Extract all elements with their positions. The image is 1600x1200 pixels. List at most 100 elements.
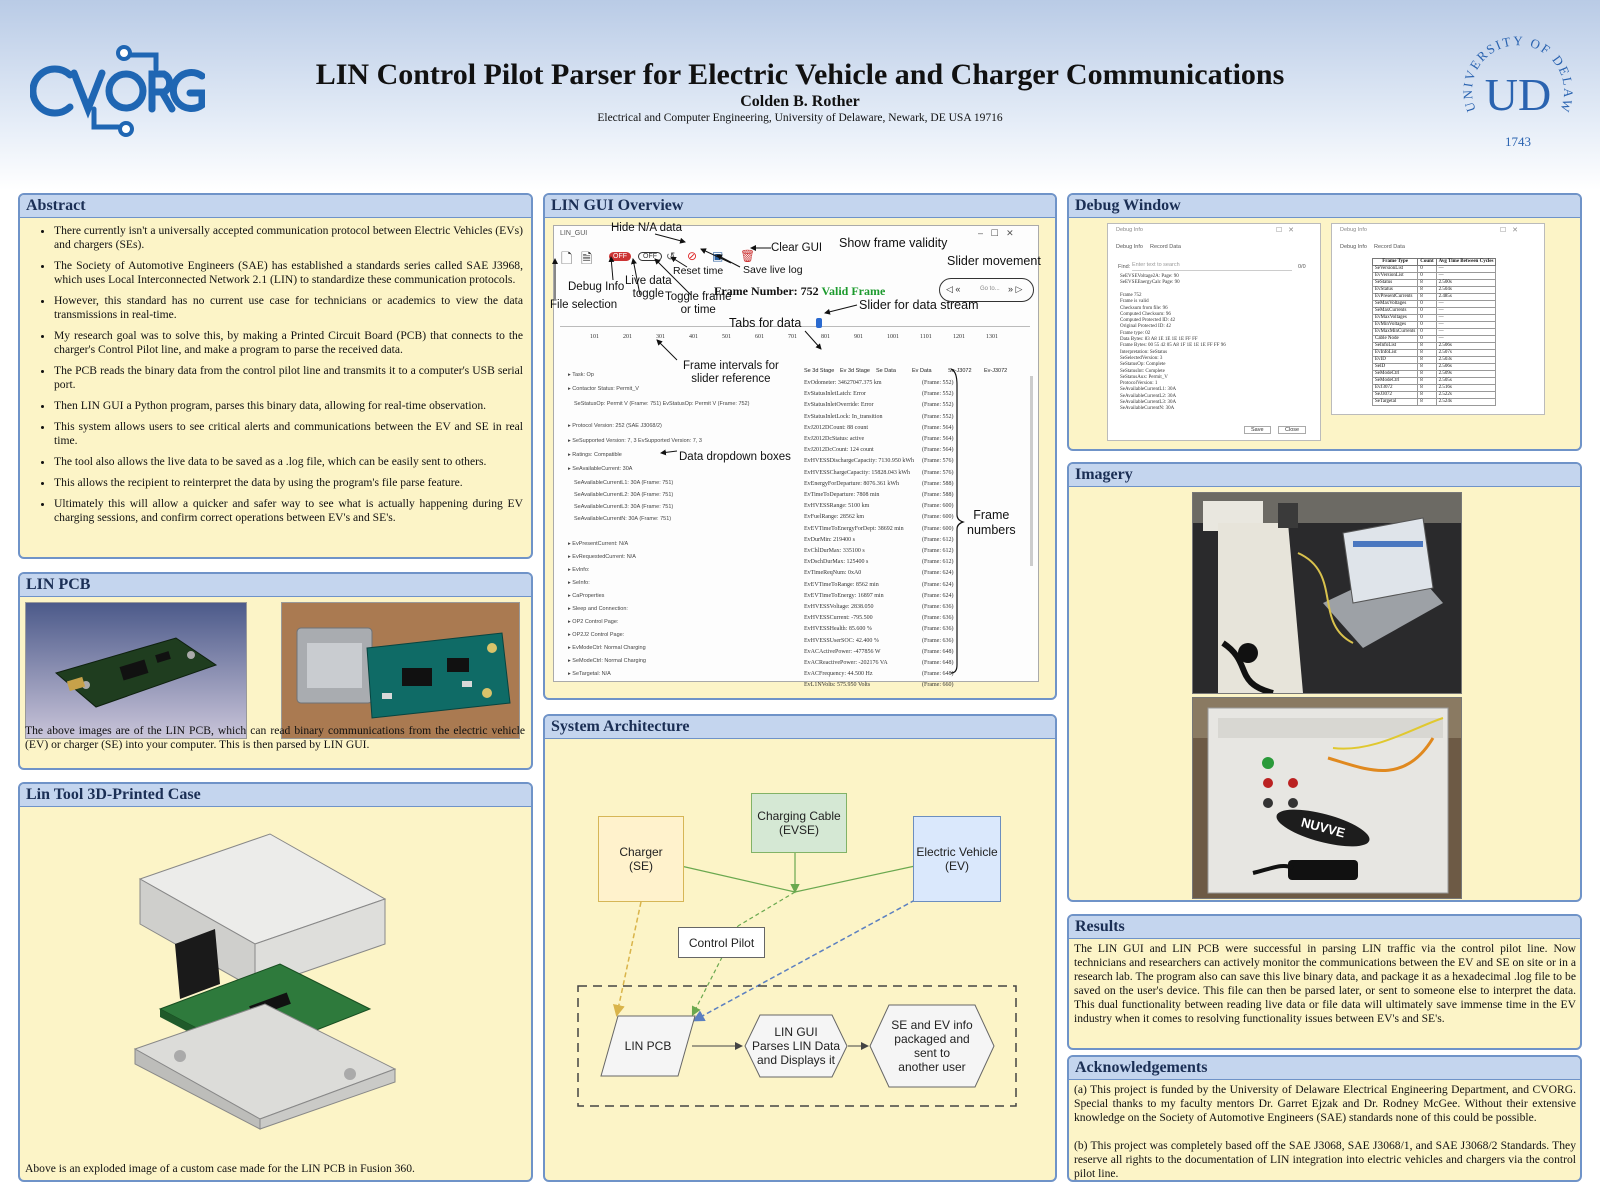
slider-tick-label: 601 [755, 334, 764, 340]
gui-scrollbar[interactable] [1030, 376, 1033, 566]
imagery-heading: Imagery [1069, 464, 1580, 487]
ann-slider-stream: Slider for data stream [859, 298, 979, 312]
tree-item[interactable]: SeAvailableCurrentL3: 30A (Frame: 751) [574, 504, 674, 510]
tree-item[interactable]: SeAvailableCurrentL1: 30A (Frame: 751) [574, 480, 674, 486]
table-cell: — [1435, 272, 1497, 280]
debug-find-count: 0/0 [1298, 264, 1306, 270]
debug-save-button[interactable]: Save [1244, 426, 1271, 434]
data-tab[interactable]: Ev 3d Stage [840, 368, 870, 374]
live-toggle-icon[interactable]: OFF [609, 252, 631, 261]
data-tab[interactable]: Ev-J3072 [984, 368, 1008, 374]
lin-pcb-caption: The above images are of the LIN PCB, whi… [25, 724, 525, 751]
debug-info-icon[interactable]: 🗎 [581, 250, 593, 266]
data-field: EvChlDurMax: 335100 s [804, 548, 865, 554]
frame-ref: (Frame: 564) [922, 424, 954, 431]
tree-item[interactable]: ▸ Contactor Status: Permit_V [568, 386, 639, 392]
data-tab[interactable]: Se Data [876, 368, 896, 374]
gui-node-shape [744, 1014, 848, 1078]
debug-window-left: Debug Info ☐ ✕ Debug Info Record Data Fi… [1107, 223, 1321, 441]
tree-item[interactable]: ▸ OP2J2 Control Page: [568, 632, 625, 638]
debug-log-line: SeStatusOp: Complete [1120, 362, 1166, 368]
tree-item[interactable]: SeAvailableCurrentN: 30A (Frame: 751) [574, 516, 672, 522]
data-field: EvTimeToDeparture: 7808 min [804, 492, 880, 498]
tree-item[interactable]: ▸ CaProperties [568, 593, 605, 599]
hide-na-icon[interactable]: ⊘ [687, 249, 698, 263]
table-cell: SeVersionList [1371, 265, 1419, 273]
file-selection-icon[interactable]: 🗋 [561, 250, 573, 266]
clear-gui-icon[interactable]: 🗑 [740, 249, 756, 263]
table-cell: 8 [1417, 363, 1437, 371]
gui-heading: LIN GUI Overview [545, 195, 1055, 218]
tree-item[interactable]: ▸ SeSupported Version: 7, 3 EvSupported … [568, 438, 702, 444]
frame-time-toggle-icon[interactable]: OFF [638, 252, 662, 261]
debug-right-tab-record[interactable]: Record Data [1374, 244, 1405, 250]
debug-window-right: Debug Info ☐ ✕ Debug Info Record Data Fr… [1331, 223, 1545, 415]
debug-tab-info[interactable]: Debug Info [1116, 244, 1143, 250]
table-cell: EvVersionList [1371, 272, 1419, 280]
frame-ref: (Frame: 552) [922, 402, 954, 409]
ack-text-b: (b) This project was completely based of… [1074, 1139, 1576, 1180]
ann-show-validity: Show frame validity [839, 236, 948, 250]
data-field: EvHVESSUserSOC: 42.400 % [804, 637, 879, 644]
tree-item[interactable]: ▸ OP2 Control Page: [568, 619, 619, 625]
slider-tick-label: 501 [722, 334, 731, 340]
debug-tab-record[interactable]: Record Data [1150, 244, 1181, 250]
frame-ref: (Frame: 552) [922, 391, 954, 398]
frame-ref: (Frame: 612) [922, 548, 954, 554]
tree-item[interactable]: ▸ EvInfo: [568, 567, 590, 573]
data-field: EvEVTimeToEnergyForDept: 38692 min [804, 525, 904, 532]
tree-item[interactable]: ▸ Protocol Version: 252 (SAE J3068/2) [568, 423, 662, 429]
table-cell: 2.503s [1435, 356, 1497, 364]
nuvve-charger-photo: NUVVE [1192, 697, 1462, 899]
debug-log-line: SeAvailableCurrentL1: 30A [1120, 387, 1177, 393]
tree-item[interactable]: ▸ Task: Op [568, 372, 594, 378]
tree-item[interactable]: ▸ Ratings: Compatible [568, 452, 622, 458]
data-tab[interactable]: Ev Data [912, 368, 932, 374]
debug-log-line: SeEVSEVoltage2A: Page: 90 [1120, 274, 1179, 279]
table-cell: 8 [1417, 286, 1437, 294]
data-field: EvTimeReqNum: 0xA0 [804, 570, 862, 577]
tree-item[interactable]: SeAvailableCurrentL2: 30A (Frame: 751) [574, 492, 674, 498]
debug-log-line: SeAvailableCurrentL3: 30A [1120, 400, 1177, 405]
pcb-photo-image [281, 602, 520, 739]
debug-find-input[interactable]: Enter text to search [1132, 262, 1292, 271]
tree-item[interactable]: ▸ Sleep and Connection: [568, 606, 628, 612]
frame-ref: (Frame: 552) [922, 380, 954, 386]
data-tab[interactable]: Se-J3072 [948, 368, 972, 374]
tree-item[interactable]: ▸ SeTargetal: N/A [568, 671, 611, 677]
tree-item[interactable]: ▸ EvModeCtrl: Normal Charging [568, 645, 646, 651]
prev-frame-icon[interactable]: ◁ « [946, 284, 961, 294]
tree-item[interactable]: ▸ EvPresentCurrent: N/A [568, 541, 629, 547]
frame-slider-track[interactable] [560, 326, 1030, 327]
control-pilot-node: Control Pilot [678, 927, 765, 958]
debug-close-button[interactable]: Close [1278, 426, 1307, 434]
table-cell: 8 [1417, 370, 1437, 378]
tree-item[interactable]: ▸ SeModeCtrl: Normal Charging [568, 658, 646, 664]
data-field: EvHVESSVoltage: 2838.050 [804, 604, 874, 610]
tree-item[interactable]: ▸ SeAvailableCurrent: 30A [568, 466, 633, 472]
tree-item[interactable]: SeStatusOp: Permit V (Frame: 751) EvStat… [574, 401, 750, 407]
next-frame-icon[interactable]: » ▷ [1008, 284, 1023, 294]
poster-author: Colden B. Rother [740, 93, 860, 110]
tree-item[interactable]: ▸ SeInfo: [568, 580, 590, 586]
table-cell: SeTargetal [1371, 398, 1419, 406]
debug-log-line: Frame is valid [1120, 299, 1149, 305]
table-cell: Cable Node [1371, 335, 1419, 343]
frame-slider-handle[interactable] [816, 318, 822, 328]
table-cell: 2.516s [1435, 384, 1497, 392]
abstract-bullet: This system allows users to see critical… [54, 420, 523, 448]
table-header: Frame Type [1371, 258, 1419, 266]
ack-text-a: (a) This project is funded by the Univer… [1074, 1083, 1576, 1124]
debug-log-line: Computed Protected ID: 42 [1120, 318, 1176, 324]
tree-item[interactable]: ▸ EvRequestedCurrent: N/A [568, 554, 636, 560]
table-cell: 2.485s [1435, 293, 1497, 301]
goto-input[interactable]: Go to... [980, 286, 1000, 292]
table-cell: EvMaxMinCurrents [1371, 328, 1419, 336]
data-tab[interactable]: Se 3d Stage [804, 368, 835, 374]
table-cell: 0 [1417, 300, 1437, 308]
debug-right-tab-info[interactable]: Debug Info [1340, 244, 1367, 250]
